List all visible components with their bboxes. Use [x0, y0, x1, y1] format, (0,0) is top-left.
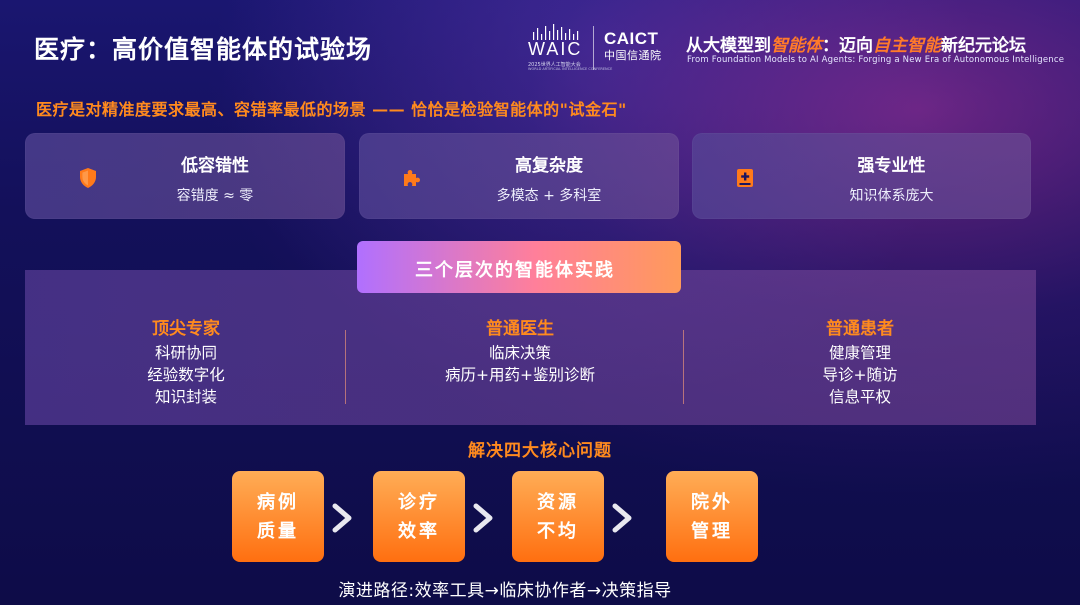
problem-efficiency: 诊疗 效率: [373, 471, 465, 562]
card-desc: 多模态 + 多科室: [496, 188, 602, 204]
chevron-right-icon: [612, 503, 632, 533]
slogan-part-1: 从大模型到: [686, 36, 771, 56]
practice-column-experts: 顶尖专家 科研协同 经验数字化 知识封装: [26, 316, 346, 408]
waic-bars-icon: [533, 24, 579, 40]
shield-icon: [80, 168, 96, 188]
waic-logo-text: WAIC: [528, 39, 583, 59]
page-title: 医疗：高价值智能体的试验场: [34, 35, 373, 64]
practice-band: [25, 270, 1036, 425]
evolution-path: 演进路径:效率工具→临床协作者→决策指导: [338, 581, 672, 601]
medical-book-icon: [737, 169, 753, 187]
column-line: 科研协同: [154, 344, 217, 362]
practice-column-patients: 普通患者 健康管理 导诊+随访 信息平权: [700, 316, 1020, 408]
card-title: 低容错性: [181, 156, 249, 176]
practice-title: 三个层次的智能体实践: [415, 260, 615, 281]
column-divider: [683, 330, 684, 404]
forum-slogan: 从大模型到智能体：迈向自主智能新纪元论坛: [686, 31, 1026, 56]
problem-line: 不均: [537, 520, 579, 542]
page-subtitle: 医疗是对精准度要求最高、容错率最低的场景 —— 恰恰是检验智能体的"试金石": [36, 100, 627, 119]
column-divider: [345, 330, 346, 404]
card-strong-expertise: 强专业性 知识体系庞大: [692, 133, 1031, 219]
column-line: 健康管理: [828, 344, 891, 362]
slogan-part-2: ：迈向: [822, 36, 873, 56]
card-desc: 知识体系庞大: [849, 188, 934, 204]
waic-logo-sub: 2025世界人工智能大会: [528, 62, 581, 68]
card-title: 高复杂度: [515, 156, 583, 176]
logo-divider: [593, 26, 594, 70]
column-line: 知识封装: [154, 388, 217, 406]
problem-line: 效率: [398, 520, 440, 542]
slogan-part-3: 新纪元论坛: [941, 36, 1026, 56]
slogan-highlight-2: 自主智能: [873, 36, 941, 56]
column-title: 普通医生: [486, 319, 554, 339]
chevron-right-icon: [332, 503, 352, 533]
practice-title-pill: [357, 241, 681, 293]
problem-line: 管理: [691, 520, 733, 542]
waic-logo: WAIC 2025世界人工智能大会 WORLD ARTIFICIAL INTEL…: [526, 24, 612, 72]
card-desc: 容错度 ≈ 零: [176, 188, 254, 204]
card-low-tolerance: 低容错性 容错度 ≈ 零: [25, 133, 345, 219]
caict-logo: CAICT 中国信通院: [604, 30, 662, 64]
problem-case-quality: 病例 质量: [232, 471, 324, 562]
column-line: 临床决策: [488, 344, 551, 362]
caict-logo-name: 中国信通院: [604, 49, 662, 62]
problem-line: 资源: [537, 491, 579, 513]
column-title: 普通患者: [826, 319, 894, 339]
column-line: 信息平权: [828, 388, 891, 406]
chevron-right-icon: [473, 503, 493, 533]
problem-resource-imbalance: 资源 不均: [512, 471, 604, 562]
problems-title: 解决四大核心问题: [468, 441, 612, 461]
puzzle-icon: [404, 170, 420, 186]
column-title: 顶尖专家: [152, 319, 220, 339]
slogan-highlight-1: 智能体: [771, 36, 822, 56]
problem-line: 诊疗: [398, 491, 440, 513]
practice-column-doctors: 普通医生 临床决策 病历+用药+鉴别诊断: [360, 316, 680, 386]
problem-line: 院外: [691, 491, 733, 513]
problem-line: 病例: [257, 491, 299, 513]
problem-outpatient-management: 院外 管理: [666, 471, 758, 562]
column-line: 经验数字化: [147, 366, 225, 384]
card-high-complexity: 高复杂度 多模态 + 多科室: [359, 133, 679, 219]
waic-logo-sub-en: WORLD ARTIFICIAL INTELLIGENCE CONFERENCE: [528, 67, 613, 71]
card-title: 强专业性: [857, 156, 926, 176]
caict-logo-text: CAICT: [604, 29, 659, 48]
problem-line: 质量: [257, 520, 299, 542]
forum-slogan-en: From Foundation Models to AI Agents: For…: [687, 55, 1065, 65]
column-line: 导诊+随访: [822, 366, 898, 384]
column-line: 病历+用药+鉴别诊断: [445, 366, 595, 384]
